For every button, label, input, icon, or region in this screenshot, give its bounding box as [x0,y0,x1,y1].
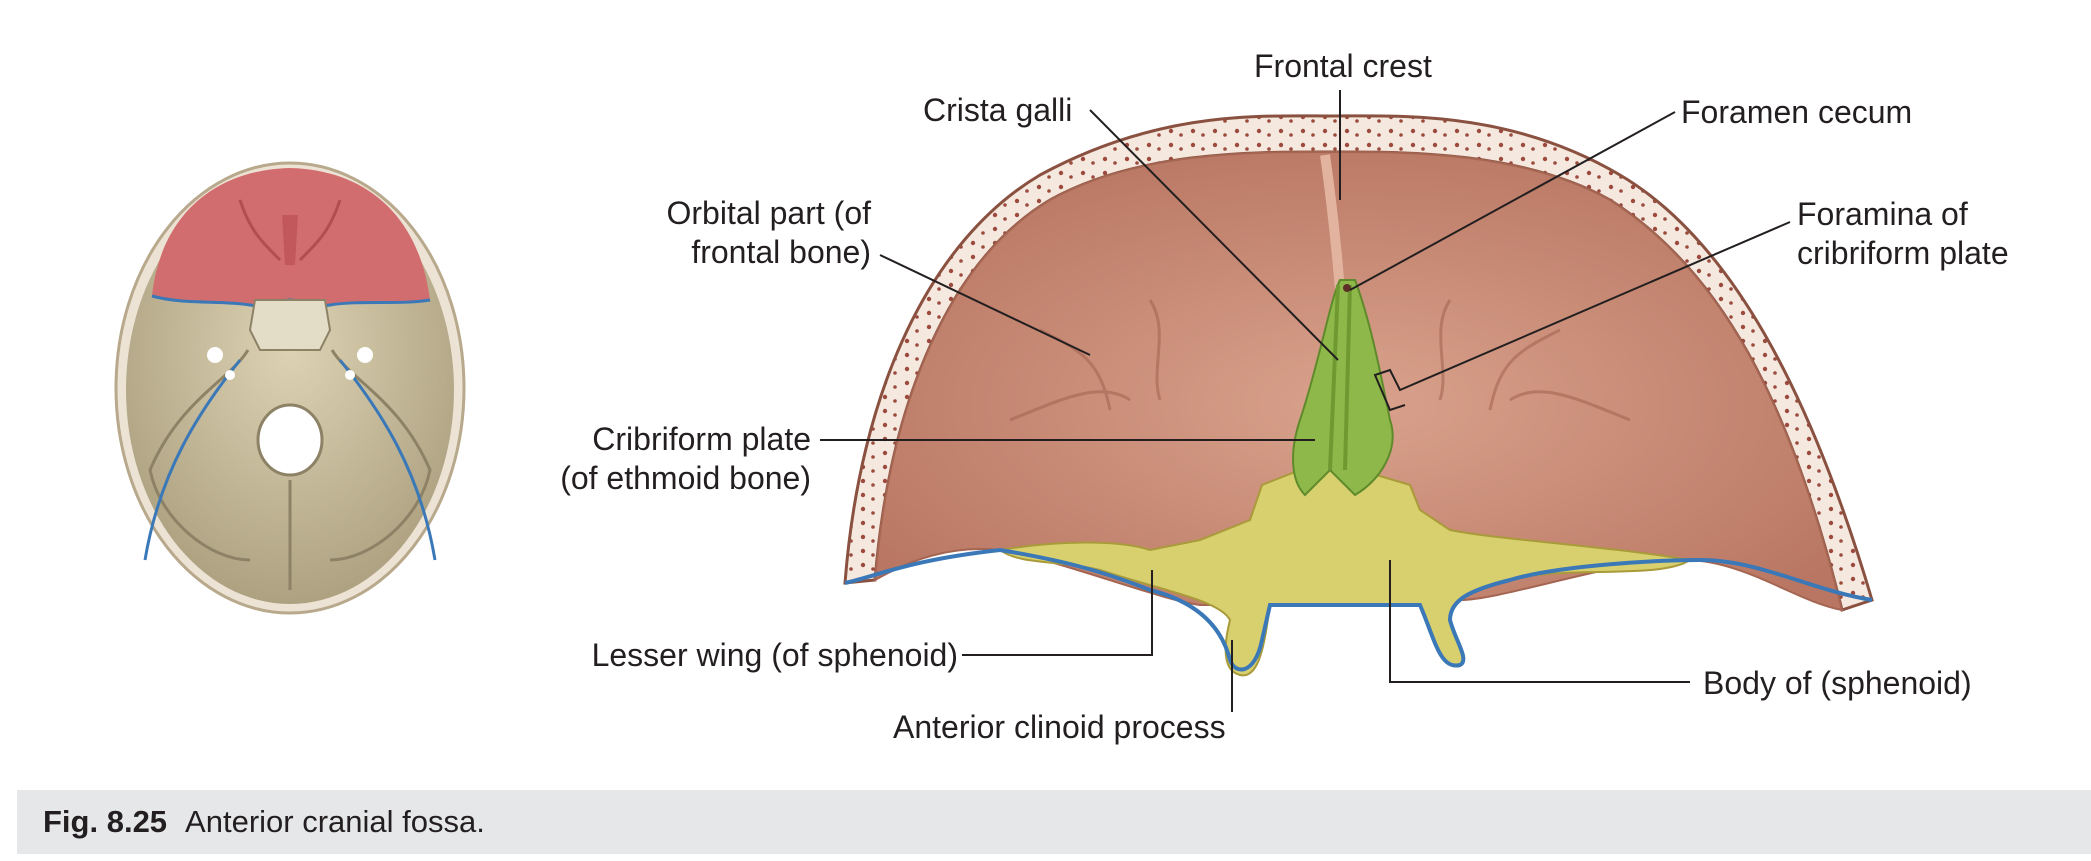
label-crista-galli: Crista galli [923,92,1072,128]
foramen-cecum-dot [1343,284,1351,292]
label-foramina-line2: cribriform plate [1797,235,2009,271]
leader-lesser-wing [962,570,1153,656]
figure-caption: Fig. 8.25 Anterior cranial fossa. [17,790,2091,854]
leader-crista-galli [1089,109,1339,361]
thumbnail-foramen-magnum [256,403,324,477]
figure-caption-text: Anterior cranial fossa. [185,804,485,839]
label-cribriform-line2: (of ethmoid bone) [560,460,811,496]
anterior-cranial-fossa-figure: Frontal crest Crista galli Foramen cecum… [114,48,2009,745]
ethmoid-cribriform-plate [1292,279,1394,497]
label-orbital-part-line2: frontal bone) [691,234,871,270]
frontal-crest-ridge [1320,154,1345,291]
figure-number: Fig. 8.25 [43,804,168,839]
label-foramina-line1: Foramina of [1797,196,1968,232]
posterior-margin-outline [844,547,1873,672]
label-lesser-wing: Lesser wing (of sphenoid) [592,637,958,673]
leader-foramina [1373,221,1791,412]
labels: Frontal crest Crista galli Foramen cecum… [560,48,2008,745]
label-anterior-clinoid: Anterior clinoid process [893,709,1226,745]
skull-base-thumbnail [114,161,466,615]
leader-orbital-part [879,254,1091,356]
label-cribriform-line1: Cribriform plate [592,421,811,457]
leader-lines [820,90,1791,712]
leader-body-sphenoid [1389,560,1690,683]
leader-foramen-cecum [1349,111,1676,291]
anterior-cranial-fossa [843,114,1874,677]
label-frontal-crest: Frontal crest [1254,48,1432,84]
label-body-sphenoid: Body of (sphenoid) [1703,665,1972,701]
label-orbital-part-line1: Orbital part (of [666,195,871,231]
crista-galli-ridge [1328,284,1352,471]
label-foramen-cecum: Foramen cecum [1681,94,1912,130]
